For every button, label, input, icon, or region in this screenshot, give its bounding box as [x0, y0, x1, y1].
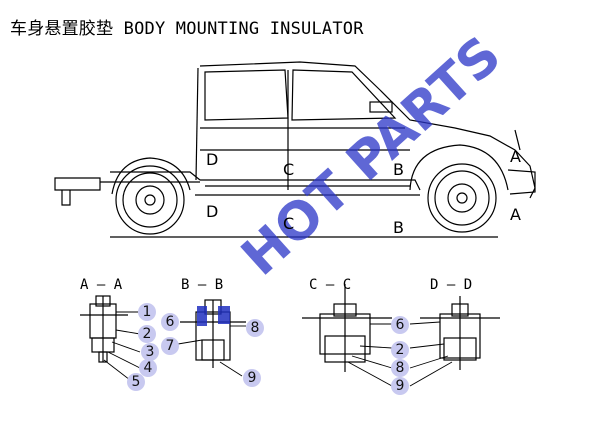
callout-aa-2: 2	[138, 325, 156, 343]
svg-text:4: 4	[144, 360, 153, 376]
vehicle-label-d-low: D	[206, 202, 219, 221]
callout-cc-8: 8	[391, 359, 409, 377]
callout-bb-9: 9	[243, 369, 261, 387]
section-dd-title: D — D	[430, 277, 473, 293]
vehicle-label-b-upper: B	[393, 160, 404, 179]
callout-bb-8: 8	[246, 319, 264, 337]
section-aa-drawing	[80, 295, 128, 363]
callout-cc-6: 6	[391, 316, 409, 334]
svg-text:5: 5	[132, 374, 141, 390]
svg-text:1: 1	[143, 304, 152, 320]
vehicle-label-d-upper: D	[206, 150, 219, 169]
section-cc-drawing	[302, 284, 392, 372]
vehicle-label-c-upper: C	[283, 160, 295, 179]
section-bb-title: B — B	[181, 277, 224, 293]
section-bb-highlight	[197, 306, 230, 326]
callout-aa-4: 4	[139, 359, 157, 377]
svg-text:9: 9	[396, 378, 405, 394]
vehicle-label-c-low: C	[283, 214, 295, 233]
watermark-text: HOT PARTS	[231, 25, 513, 287]
svg-text:6: 6	[166, 314, 175, 330]
section-aa-title: A — A	[80, 277, 123, 293]
callout-bb-7: 7	[161, 337, 179, 355]
section-bb-drawing	[180, 299, 246, 368]
callout-bb-6: 6	[161, 313, 179, 331]
callout-cc-2: 2	[391, 341, 409, 359]
svg-text:2: 2	[396, 342, 405, 358]
svg-text:6: 6	[396, 317, 405, 333]
svg-text:3: 3	[146, 344, 155, 360]
vehicle-label-a-low: A	[510, 205, 521, 224]
svg-text:8: 8	[251, 320, 260, 336]
callout-aa-1: 1	[138, 303, 156, 321]
truck-side-view	[54, 61, 536, 235]
section-dd-drawing	[420, 296, 500, 370]
callout-leaders	[103, 311, 453, 387]
callout-aa-5: 5	[127, 373, 145, 391]
page-title: 车身悬置胶垫 BODY MOUNTING INSULATOR	[10, 19, 364, 39]
vehicle-label-a-front: A	[510, 147, 521, 166]
callout-aa-3: 3	[141, 343, 159, 361]
vehicle-label-b-low: B	[393, 218, 404, 237]
callout-cc-9: 9	[391, 377, 409, 395]
svg-text:2: 2	[143, 326, 152, 342]
section-cc-title: C — C	[309, 277, 352, 293]
svg-text:9: 9	[248, 370, 257, 386]
svg-text:7: 7	[166, 338, 175, 354]
svg-text:8: 8	[396, 360, 405, 376]
